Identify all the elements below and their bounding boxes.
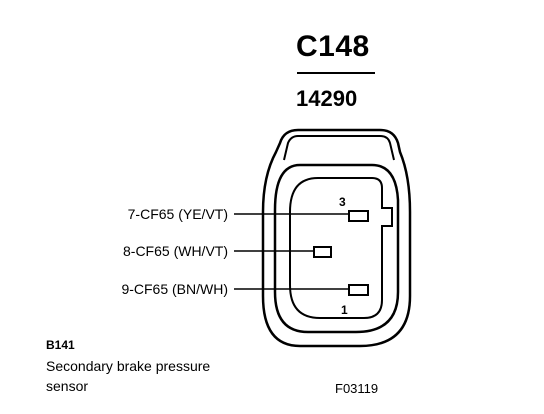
connector-housing-outer xyxy=(261,128,412,348)
wire-label-pin-2: 8-CF65 (WH/VT) xyxy=(123,243,228,259)
connector-part-number: 14290 xyxy=(296,86,358,111)
terminal-pin-2 xyxy=(313,246,332,258)
figure-code: F03119 xyxy=(335,381,379,396)
component-id: B141 xyxy=(46,338,75,352)
pin-number-3: 3 xyxy=(339,195,346,209)
component-description: Secondary brake pressure sensor xyxy=(46,358,211,394)
connector-id-underline xyxy=(297,72,375,74)
connector-cavity xyxy=(289,177,393,319)
connector-latch xyxy=(283,135,395,161)
pin-number-1: 1 xyxy=(341,303,348,317)
connector-housing-inner xyxy=(273,163,400,334)
wire-label-pin-3: 7-CF65 (YE/VT) xyxy=(127,206,228,222)
terminal-pin-1 xyxy=(348,284,369,296)
terminal-pin-3 xyxy=(348,210,369,222)
wire-label-pin-1: 9-CF65 (BN/WH) xyxy=(121,281,228,297)
connector-id: C148 xyxy=(296,30,370,63)
